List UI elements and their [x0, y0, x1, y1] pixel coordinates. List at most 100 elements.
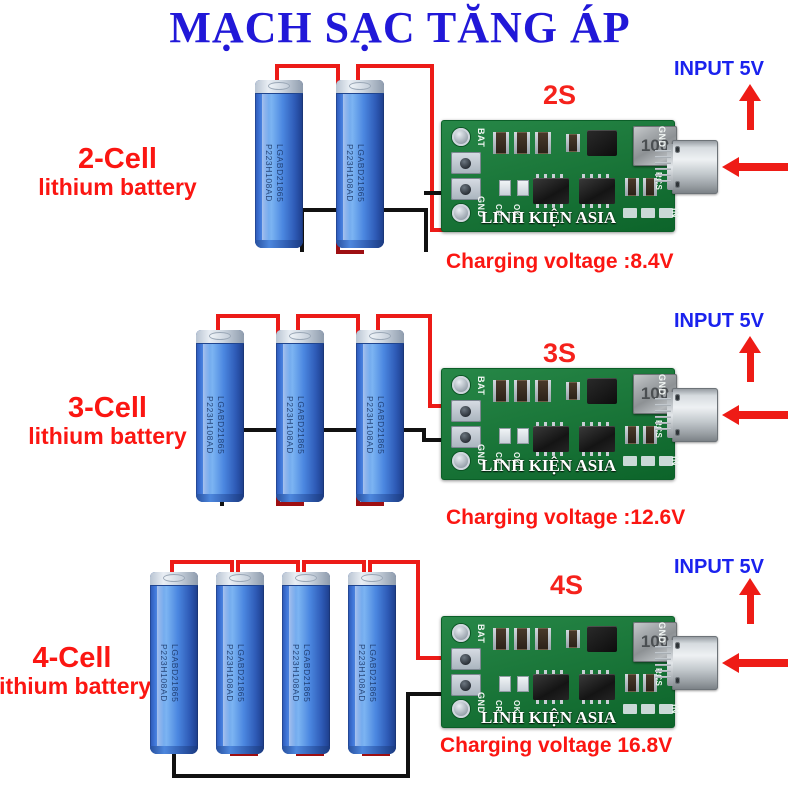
wire-top-down-3	[296, 314, 300, 336]
cell-print-line1: LGABD21865	[216, 396, 226, 455]
cell-gloss	[283, 344, 290, 502]
inductor-100: 100	[633, 374, 677, 414]
cell-positive-terminal	[255, 80, 303, 94]
resistor	[566, 134, 580, 152]
cell-print-line2: P223H108AD	[285, 396, 295, 454]
cell-caption-3s: 3-Cell lithium battery	[0, 392, 215, 450]
wire-to-board-down	[416, 560, 420, 660]
voltage-label-4s: Charging voltage 16.8V	[440, 734, 673, 757]
solder-pad	[659, 208, 673, 218]
cell-caption-4s-line2: lithium battery	[0, 673, 152, 700]
usb-c-lip	[667, 640, 673, 686]
silk-gnd-top: GND	[657, 622, 667, 644]
series-label-4s: 4S	[550, 570, 584, 600]
input-left-arrow-2s	[722, 157, 788, 177]
resistor	[643, 674, 657, 692]
ic-sop8-left	[533, 670, 569, 704]
wire-negative-run	[172, 774, 410, 778]
solder-pad	[659, 456, 673, 466]
cell-gloss	[363, 344, 370, 502]
silk-in-2s: IN	[670, 208, 680, 218]
input-up-arrow-2s	[739, 84, 761, 130]
cell-positive-terminal	[196, 330, 244, 344]
wire-bottom-jumper-1h	[276, 502, 304, 506]
cell-caption-4s: 4-Cell lithium battery	[0, 642, 152, 700]
cell-positive-terminal	[282, 572, 330, 586]
bat-positive-hole[interactable]	[460, 654, 471, 665]
wire-negative-pad	[422, 438, 458, 442]
wire-negative-to-board	[422, 428, 426, 442]
bat-positive-hole[interactable]	[460, 406, 471, 417]
usb-c-port-4s[interactable]	[667, 636, 718, 690]
voltage-label-2s: Charging voltage :8.4V	[446, 250, 674, 273]
cell-print-line1: LGABD21865	[376, 396, 386, 455]
resistor	[625, 178, 639, 196]
wire-top-jumper-3	[302, 560, 366, 564]
wire-bottom-jumper-3h	[362, 752, 390, 756]
cell-positive-terminal	[276, 330, 324, 344]
cell-positive-terminal	[336, 80, 384, 94]
bat-negative-hole[interactable]	[460, 432, 471, 443]
wire-top-jumper-1	[170, 560, 234, 564]
cell-gloss	[203, 344, 210, 502]
wire-bottom-jumper-1h	[230, 752, 258, 756]
cell-caption-3s-line1: 3-Cell	[68, 392, 147, 424]
wire-top-down-2	[276, 314, 280, 336]
cell-caption-2s-line2: lithium battery	[38, 174, 197, 201]
cell-negative-terminal	[276, 494, 324, 502]
ic-sop8-right	[579, 422, 615, 456]
wire-negative-to-board	[424, 208, 428, 252]
cell-print-line1: LGABD21865	[170, 644, 180, 703]
wire-top-jumper-2	[296, 314, 360, 318]
wire-bottom-jumper-2h	[296, 752, 324, 756]
mounting-hole	[452, 128, 470, 146]
cell-gloss	[289, 586, 296, 754]
usb-c-contact	[675, 429, 680, 436]
wire-top-down-6	[362, 560, 366, 578]
wire-cell3-up	[376, 314, 380, 336]
bat-positive-hole[interactable]	[460, 158, 471, 169]
resistor	[535, 628, 551, 650]
led-cr	[499, 428, 511, 444]
resistor	[566, 630, 580, 648]
input-up-arrow-3s	[739, 336, 761, 382]
cell-gloss	[223, 586, 230, 754]
cell-print-line2: P223H108AD	[205, 396, 215, 454]
usb-c-port-3s[interactable]	[667, 388, 718, 442]
cell-print-line2: P223H108AD	[357, 644, 367, 702]
mounting-hole	[452, 376, 470, 394]
cell-negative-terminal	[196, 494, 244, 502]
charger-board-3s: BAT GND 100 CR OK RCS GND LINH KIỆN ASIA	[441, 368, 677, 480]
resistor	[514, 380, 530, 402]
resistor	[625, 426, 639, 444]
input-label-3s: INPUT 5V	[674, 310, 765, 332]
wire-bottom-jumper-h	[336, 250, 364, 254]
watermark-board-4s: LINH KIỆN ASIA	[481, 708, 617, 727]
silk-bat: BAT	[476, 128, 486, 148]
watermark-board-3s: LINH KIỆN ASIA	[481, 456, 617, 475]
mosfet	[587, 626, 617, 652]
resistor	[493, 628, 509, 650]
bat-negative-hole[interactable]	[460, 680, 471, 691]
cell-positive-terminal	[150, 572, 198, 586]
led-ok	[517, 676, 529, 692]
wire-top-jumper-1	[275, 64, 340, 68]
cell-print-line2: P223H108AD	[264, 144, 274, 202]
wire-bottom-jumper-2h	[356, 502, 384, 506]
wire-top-down-1	[170, 560, 174, 578]
resistor	[493, 132, 509, 154]
usb-c-port-2s[interactable]	[667, 140, 718, 194]
mosfet	[587, 378, 617, 404]
bat-negative-hole[interactable]	[460, 184, 471, 195]
ic-sop8-left	[533, 174, 569, 208]
cell-positive-terminal	[216, 572, 264, 586]
resistor	[535, 380, 551, 402]
cell-caption-2s: 2-Cell lithium battery	[10, 143, 225, 201]
wire-cell2-up	[356, 64, 360, 86]
mounting-hole	[452, 452, 470, 470]
